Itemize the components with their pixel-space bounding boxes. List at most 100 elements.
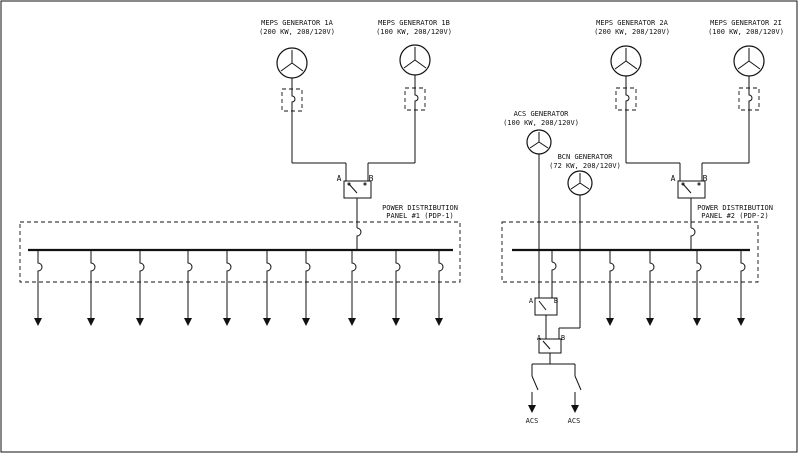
- wye-icon: [570, 173, 590, 190]
- feeder-circuit: [435, 250, 444, 326]
- switch-label-a: A: [537, 334, 542, 342]
- breaker-icon: [748, 88, 753, 110]
- bcn-generator-rating: (72 KW, 208/120V): [549, 162, 621, 170]
- feeder-circuit: [34, 250, 43, 326]
- disconnect-icon: [531, 375, 539, 391]
- generator-1b: MEPS GENERATOR 1B (100 KW, 208/120V): [367, 19, 452, 181]
- wye-icon: [403, 47, 427, 69]
- panel-2-label-line2: PANEL #2 (PDP-2): [701, 212, 768, 220]
- feeder-breaker-icon: [351, 250, 357, 318]
- generator-1b-rating: (100 KW, 208/120V): [376, 28, 452, 36]
- panel-1-feeders: [34, 250, 444, 326]
- acs-load-label: ACS: [568, 417, 581, 425]
- switch-blade-icon: [348, 183, 358, 194]
- breaker-icon: [414, 88, 419, 110]
- transfer-switch-3: A B: [529, 297, 558, 339]
- feeder-circuit: [136, 250, 145, 326]
- switch-blade-icon: [682, 183, 692, 194]
- bcn-generator-name: BCN GENERATOR: [558, 153, 614, 161]
- load-arrow-icon: [528, 405, 536, 413]
- feeder-breaker-icon: [696, 250, 702, 318]
- load-arrow-icon: [223, 318, 231, 326]
- switch-blade-icon: [542, 340, 551, 350]
- panel-1-enclosure: [19, 221, 461, 283]
- generator-1a: MEPS GENERATOR 1A (200 KW, 208/120V): [259, 19, 347, 181]
- load-arrow-icon: [184, 318, 192, 326]
- feeder-circuit: [737, 250, 746, 326]
- feeder-breaker-icon: [438, 250, 444, 318]
- acs-generator: ACS GENERATOR (100 KW, 208/120V): [503, 110, 579, 298]
- feeder-circuit: [606, 250, 615, 326]
- feeder-circuit: [348, 250, 357, 326]
- acs-generator-name: ACS GENERATOR: [514, 110, 570, 118]
- transfer-switch-2: A B: [671, 174, 708, 250]
- breaker-icon: [625, 88, 630, 110]
- feeder-circuit: [646, 250, 655, 326]
- bcn-generator: BCN GENERATOR (72 KW, 208/120V): [549, 153, 621, 339]
- switch-label-b: B: [703, 174, 708, 183]
- main-breaker-icon: [690, 227, 696, 250]
- feeder-breaker-icon: [266, 250, 272, 318]
- disconnect-icon: [574, 375, 582, 391]
- panel-1-label-line1: POWER DISTRIBUTION: [382, 204, 458, 212]
- feeder-circuit: [693, 250, 702, 326]
- feeder-breaker-icon: [609, 250, 615, 318]
- transfer-switch-box: [538, 338, 562, 354]
- feeder-breaker-icon: [395, 250, 401, 318]
- feeder-circuit: [263, 250, 272, 326]
- load-arrow-icon: [435, 318, 443, 326]
- switch-label-a: A: [529, 297, 534, 305]
- transfer-switch-4: A B: [532, 334, 575, 365]
- load-arrow-icon: [348, 318, 356, 326]
- acs-generator-rating: (100 KW, 208/120V): [503, 119, 579, 127]
- switch-blade-icon: [538, 300, 547, 311]
- feeder-circuit: [184, 250, 193, 326]
- load-arrow-icon: [302, 318, 310, 326]
- load-arrow-icon: [737, 318, 745, 326]
- load-arrow-icon: [136, 318, 144, 326]
- generator-2a-rating: (200 KW, 208/120V): [594, 28, 670, 36]
- feeder-breaker-icon: [37, 250, 43, 318]
- load-arrow-icon: [263, 318, 271, 326]
- switch-label-a: A: [671, 174, 676, 183]
- acs-load-left: ACS: [526, 364, 539, 425]
- load-arrow-icon: [606, 318, 614, 326]
- feeder-circuit: [223, 250, 232, 326]
- feeder-circuit: [392, 250, 401, 326]
- acs-load-right: ACS: [568, 364, 582, 425]
- wye-icon: [614, 48, 638, 70]
- switch-label-b: B: [561, 334, 565, 342]
- wye-icon: [529, 132, 549, 149]
- main-breaker-icon: [356, 227, 362, 250]
- panel-2-label-line1: POWER DISTRIBUTION: [697, 204, 773, 212]
- wye-icon: [280, 50, 304, 72]
- acs-load-label: ACS: [526, 417, 539, 425]
- feeder-breaker-icon: [187, 250, 193, 318]
- power-distribution-panel-1: POWER DISTRIBUTION PANEL #1 (PDP-1): [19, 204, 461, 326]
- panel-1-label-line2: PANEL #1 (PDP-1): [386, 212, 453, 220]
- feeder-breaker-icon: [649, 250, 655, 318]
- feeder-breaker-icon: [305, 250, 311, 318]
- panel-2-feeders: [606, 250, 746, 326]
- feeder-breaker-icon: [90, 250, 96, 318]
- switch-label-b: B: [554, 297, 558, 305]
- generator-2a-name: MEPS GENERATOR 2A: [596, 19, 668, 27]
- feeder-circuit: [87, 250, 96, 326]
- generator-2i-name: MEPS GENERATOR 2I: [710, 19, 782, 27]
- load-arrow-icon: [693, 318, 701, 326]
- generator-1b-name: MEPS GENERATOR 1B: [378, 19, 450, 27]
- switch-label-a: A: [337, 174, 342, 183]
- generator-2i: MEPS GENERATOR 2I (100 KW, 208/120V): [701, 19, 784, 181]
- generator-1a-name: MEPS GENERATOR 1A: [261, 19, 333, 27]
- load-arrow-icon: [34, 318, 42, 326]
- load-arrow-icon: [392, 318, 400, 326]
- breaker-icon: [551, 261, 557, 298]
- load-arrow-icon: [87, 318, 95, 326]
- transfer-switch-1: A B: [337, 174, 374, 250]
- generator-2a: MEPS GENERATOR 2A (200 KW, 208/120V): [594, 19, 681, 181]
- panel-2-enclosure: [501, 221, 759, 283]
- feeder-breaker-icon: [740, 250, 746, 318]
- load-arrow-icon: [571, 405, 579, 413]
